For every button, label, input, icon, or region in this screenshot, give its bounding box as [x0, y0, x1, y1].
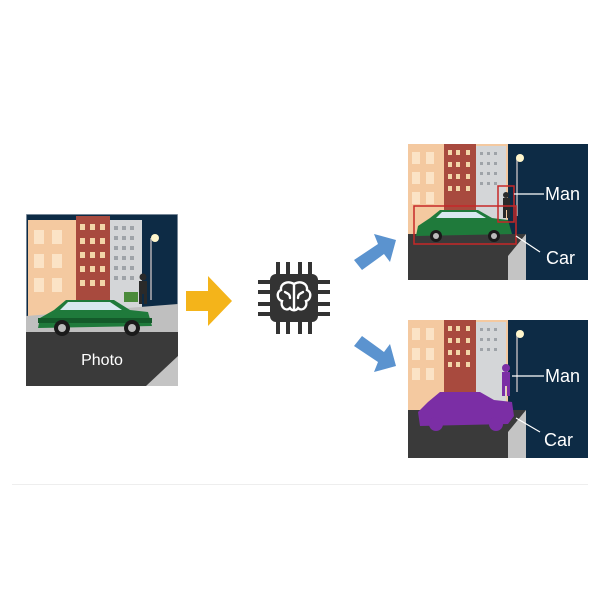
detection-arrow — [354, 234, 396, 270]
car-segmentation-mask — [418, 392, 514, 426]
car-label: Car — [544, 430, 573, 450]
car-bounding-box — [413, 205, 517, 245]
segmentation-panel: Man Car — [408, 320, 588, 458]
ai-brain-chip-icon — [254, 258, 334, 338]
man-bounding-box — [497, 185, 515, 223]
man-label: Man — [545, 366, 580, 386]
photo-caption: Photo — [81, 352, 123, 369]
input-photo-scene: Photo — [26, 214, 178, 386]
car-label: Car — [546, 248, 575, 268]
input-arrow — [186, 276, 232, 326]
man-segmentation-mask — [502, 364, 510, 396]
man-label: Man — [545, 184, 580, 204]
object-detection-panel: Man Car — [408, 144, 588, 280]
divider-line — [12, 484, 588, 485]
segmentation-arrow — [354, 336, 396, 372]
input-photo-panel: Photo — [26, 214, 178, 386]
